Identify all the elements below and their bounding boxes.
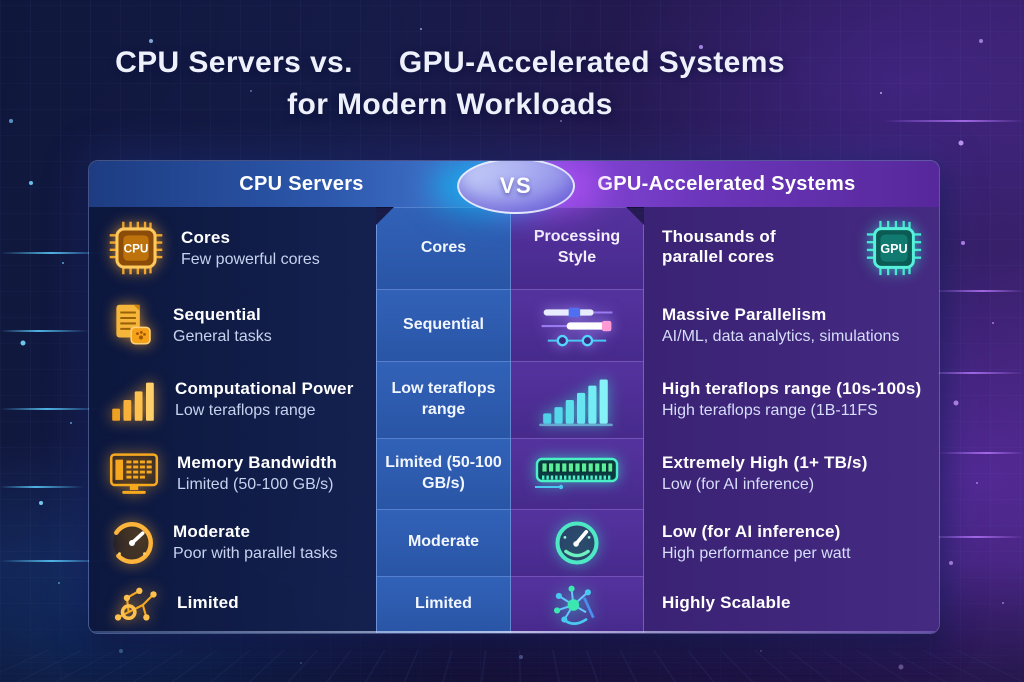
mid-cell-network	[511, 576, 644, 633]
gpu-scalability-text: Highly Scalable	[662, 593, 791, 616]
row-subtitle: High teraflops range (1B-11FS	[662, 402, 878, 419]
gauge-gold-icon	[107, 518, 157, 568]
network-teal-icon	[548, 581, 606, 629]
circuit-streak	[0, 486, 84, 488]
cpu-cores-text: Cores Few powerful cores	[181, 228, 320, 269]
circuit-streak	[0, 330, 90, 332]
row-subtitle: Low (for AI inference)	[662, 476, 815, 493]
mid-cell-label: Sequential	[403, 315, 484, 333]
sliders-icon	[533, 300, 621, 350]
title-line2: for Modern Workloads	[287, 88, 613, 121]
mid-cell-label: Limited (50-100 GB/s)	[385, 453, 502, 492]
perspective-grid-floor	[0, 650, 1024, 682]
mid-cell-low-teraflops: Low teraflops range	[376, 361, 511, 438]
gpu-processing-text: Massive Parallelism AI/ML, data analytic…	[662, 305, 899, 346]
title-part-cpu: CPU Servers vs.	[115, 46, 353, 79]
row-title: High teraflops range (10s-100s)	[662, 379, 922, 398]
mid-cell-label: Limited	[415, 595, 472, 613]
svg-text:CPU: CPU	[124, 243, 149, 256]
cpu-scalability-cell: Limited	[89, 576, 376, 633]
gauge-teal-icon	[551, 517, 603, 569]
mid-cell-limited-bandwidth: Limited (50-100 GB/s)	[376, 438, 511, 509]
mid-cell-label: Moderate	[407, 533, 480, 551]
row-subtitle: Limited (50-100 GB/s)	[177, 476, 334, 493]
gpu-processing-cell: Massive Parallelism AI/ML, data analytic…	[644, 289, 939, 361]
row-title: Extremely High (1+ TB/s)	[662, 453, 868, 472]
table-row-compute: Computational Power Low teraflops range …	[89, 361, 939, 438]
row-title: Massive Parallelism	[662, 304, 827, 324]
vs-badge: VS	[457, 161, 575, 214]
gpu-memory-text: Extremely High (1+ TB/s) Low (for AI inf…	[662, 453, 868, 494]
cpu-efficiency-cell: Moderate Poor with parallel tasks	[89, 509, 376, 576]
mid-cell-processing-style: Processing Style	[511, 207, 644, 289]
row-title: Highly Scalable	[662, 593, 791, 612]
cpu-compute-cell: Computational Power Low teraflops range	[89, 361, 376, 438]
mid-cell-label: Cores	[420, 238, 467, 256]
row-title: Memory Bandwidth	[177, 453, 337, 472]
gpu-efficiency-cell: Low (for AI inference) High performance …	[644, 509, 939, 576]
table-row-memory: Memory Bandwidth Limited (50-100 GB/s) L…	[89, 438, 939, 509]
page-title: CPU Servers vs. GPU-Accelerated Systems …	[60, 46, 840, 122]
row-title: Low (for AI inference)	[662, 522, 841, 541]
gpu-scalability-cell: Highly Scalable	[644, 576, 939, 633]
row-subtitle: Poor with parallel tasks	[173, 545, 338, 562]
circuit-streak	[928, 290, 1024, 292]
row-title: Moderate	[173, 522, 251, 541]
table-row-processing: Sequential General tasks Sequential	[89, 289, 939, 361]
monitor-icon	[107, 450, 161, 498]
network-gold-icon	[107, 582, 161, 628]
mid-cell-cores: Cores	[376, 207, 511, 289]
cpu-chip-icon: CPU	[107, 219, 165, 277]
mid-cell-limited-scaling: Limited	[376, 576, 511, 633]
row-subtitle: AI/ML, data analytics, simulations	[662, 327, 900, 345]
row-subtitle: High performance per watt	[662, 545, 851, 562]
comparison-table: CPU Servers GPU-Accelerated Systems VS C…	[88, 160, 940, 634]
mid-cell-bars	[511, 361, 644, 438]
row-title: Cores	[181, 227, 231, 247]
cpu-memory-text: Memory Bandwidth Limited (50-100 GB/s)	[177, 453, 337, 494]
mid-cell-ram	[511, 438, 644, 509]
table-row-cores: CPU Cores Few powerful cores Cores Proce…	[89, 207, 939, 289]
mid-cell-label: Processing Style	[533, 228, 621, 266]
row-subtitle: Few powerful cores	[181, 250, 320, 268]
row-title: Sequential	[173, 304, 261, 324]
mid-cell-label: Low teraflops range	[391, 379, 496, 418]
circuit-streak	[884, 120, 1024, 122]
gpu-cores-cell: Thousands of parallel cores GPU	[644, 207, 939, 289]
gpu-memory-cell: Extremely High (1+ TB/s) Low (for AI inf…	[644, 438, 939, 509]
gpu-compute-text: High teraflops range (10s-100s) High ter…	[662, 379, 921, 420]
document-icon	[107, 301, 157, 349]
row-title: Thousands of parallel cores	[662, 226, 776, 266]
cpu-processing-cell: Sequential General tasks	[89, 289, 376, 361]
gpu-compute-cell: High teraflops range (10s-100s) High ter…	[644, 361, 939, 438]
bar-chart-teal-icon	[537, 372, 617, 428]
cpu-compute-text: Computational Power Low teraflops range	[175, 379, 354, 420]
gpu-chip-icon: GPU	[863, 217, 925, 279]
mid-cell-moderate: Moderate	[376, 509, 511, 576]
table-row-scalability: Limited Limited	[89, 576, 939, 633]
row-subtitle: General tasks	[173, 327, 272, 345]
table-header: CPU Servers GPU-Accelerated Systems VS	[89, 161, 939, 214]
svg-text:GPU: GPU	[880, 242, 907, 256]
cpu-processing-text: Sequential General tasks	[173, 305, 272, 346]
ram-icon	[531, 453, 623, 495]
title-part-gpu: GPU-Accelerated Systems	[398, 46, 785, 79]
cpu-efficiency-text: Moderate Poor with parallel tasks	[173, 522, 338, 563]
gpu-efficiency-text: Low (for AI inference) High performance …	[662, 522, 851, 563]
row-title: Limited	[177, 593, 239, 612]
header-gpu-systems: GPU-Accelerated Systems	[514, 161, 939, 207]
background-sparkles	[0, 0, 2, 2]
circuit-streak	[936, 452, 1024, 454]
row-title: Computational Power	[175, 379, 354, 398]
bar-chart-gold-icon	[107, 375, 159, 425]
cpu-memory-cell: Memory Bandwidth Limited (50-100 GB/s)	[89, 438, 376, 509]
table-row-efficiency: Moderate Poor with parallel tasks Modera…	[89, 509, 939, 576]
mid-cell-gauge	[511, 509, 644, 576]
mid-cell-sliders	[511, 289, 644, 361]
mid-cell-sequential: Sequential	[376, 289, 511, 361]
cpu-cores-cell: CPU Cores Few powerful cores	[89, 207, 376, 289]
cpu-scalability-text: Limited	[177, 593, 239, 616]
row-subtitle: Low teraflops range	[175, 402, 316, 419]
header-cpu-servers: CPU Servers	[89, 161, 514, 207]
